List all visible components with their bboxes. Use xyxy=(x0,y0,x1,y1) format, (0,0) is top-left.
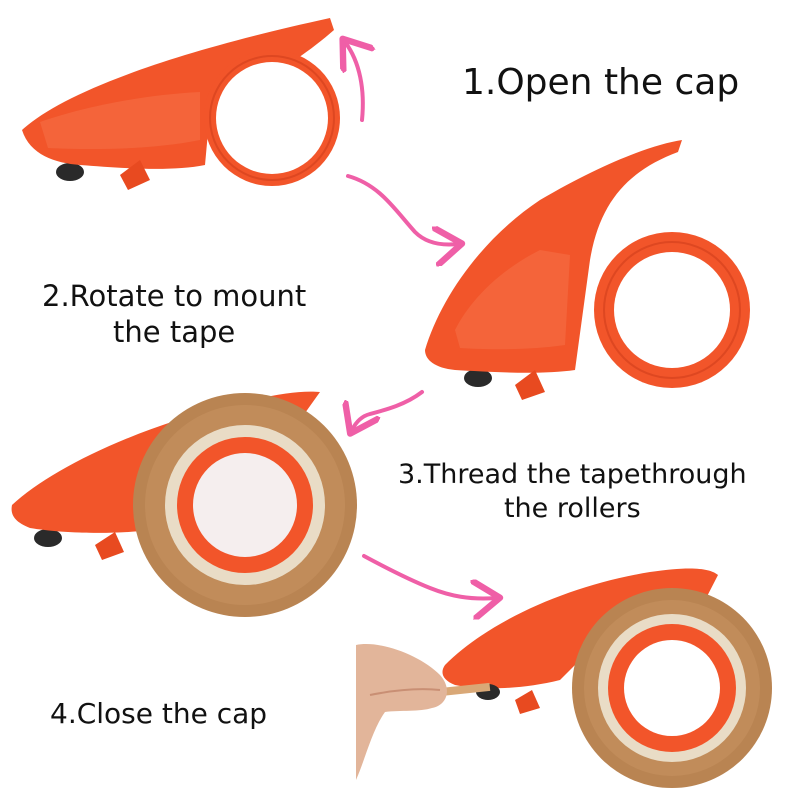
step-3-text-line-1: 3.Thread the tapethrough xyxy=(398,459,747,490)
step-1-text: 1.Open the cap xyxy=(462,62,740,103)
step-3-label: 3.Thread the tapethrough the rollers xyxy=(398,458,747,526)
step-2-label: 2.Rotate to mount the tape xyxy=(42,278,306,351)
step-4-text: 4.Close the cap xyxy=(50,697,268,730)
dispenser-rotated-image xyxy=(425,140,750,400)
step-1-label: 1.Open the cap xyxy=(462,60,739,105)
step-2-text-line-1: 2.Rotate to mount xyxy=(42,279,307,313)
dispenser-tape-mounted-image xyxy=(11,391,357,617)
step-3-text-line-2: the rollers xyxy=(503,492,641,524)
curved-arrow-right-2 xyxy=(362,554,496,599)
curved-arrow-up xyxy=(345,42,363,122)
dispenser-open-cap-image xyxy=(22,18,340,190)
step-2-text-line-2: the tape xyxy=(113,315,236,350)
step-4-label: 4.Close the cap xyxy=(50,696,267,731)
dispenser-closed-cap-image xyxy=(356,568,772,788)
curved-arrow-left xyxy=(352,390,424,430)
curved-arrow-right-1 xyxy=(346,174,458,245)
